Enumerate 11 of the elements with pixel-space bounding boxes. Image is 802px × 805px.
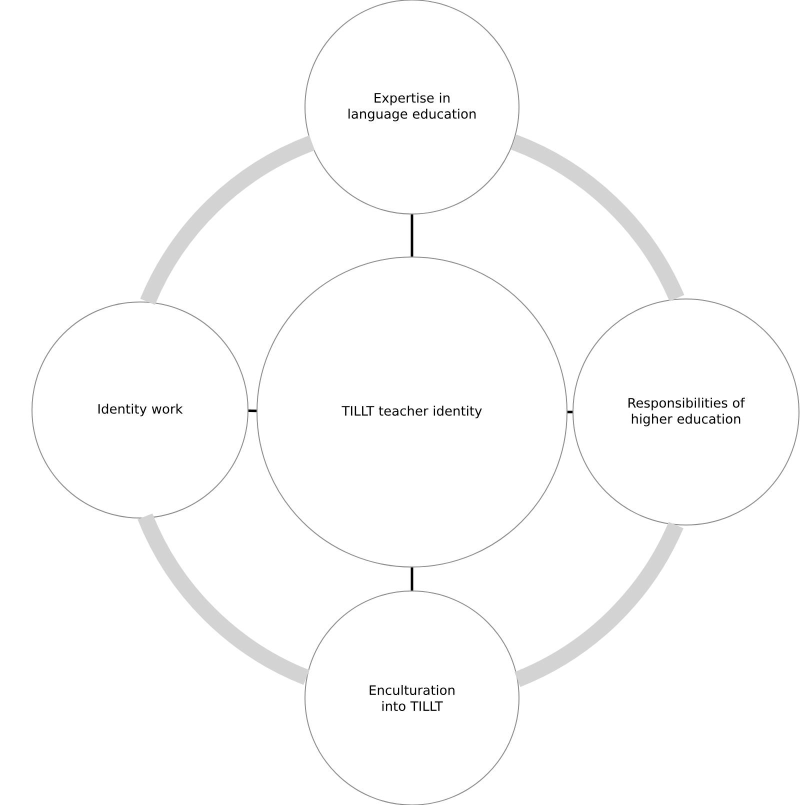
connector-line [410, 214, 414, 256]
circle-node: TILLT teacher identity [256, 256, 568, 568]
ring-band [140, 135, 316, 306]
ring-band [510, 134, 684, 302]
circle-node: Identity work [32, 302, 248, 518]
connector-line [410, 568, 414, 590]
ring-band [138, 513, 310, 685]
circle-node: Responsibilities of higher education [572, 298, 800, 526]
ring-band [514, 522, 684, 687]
connector-line [248, 410, 257, 412]
connector-line [568, 410, 572, 414]
